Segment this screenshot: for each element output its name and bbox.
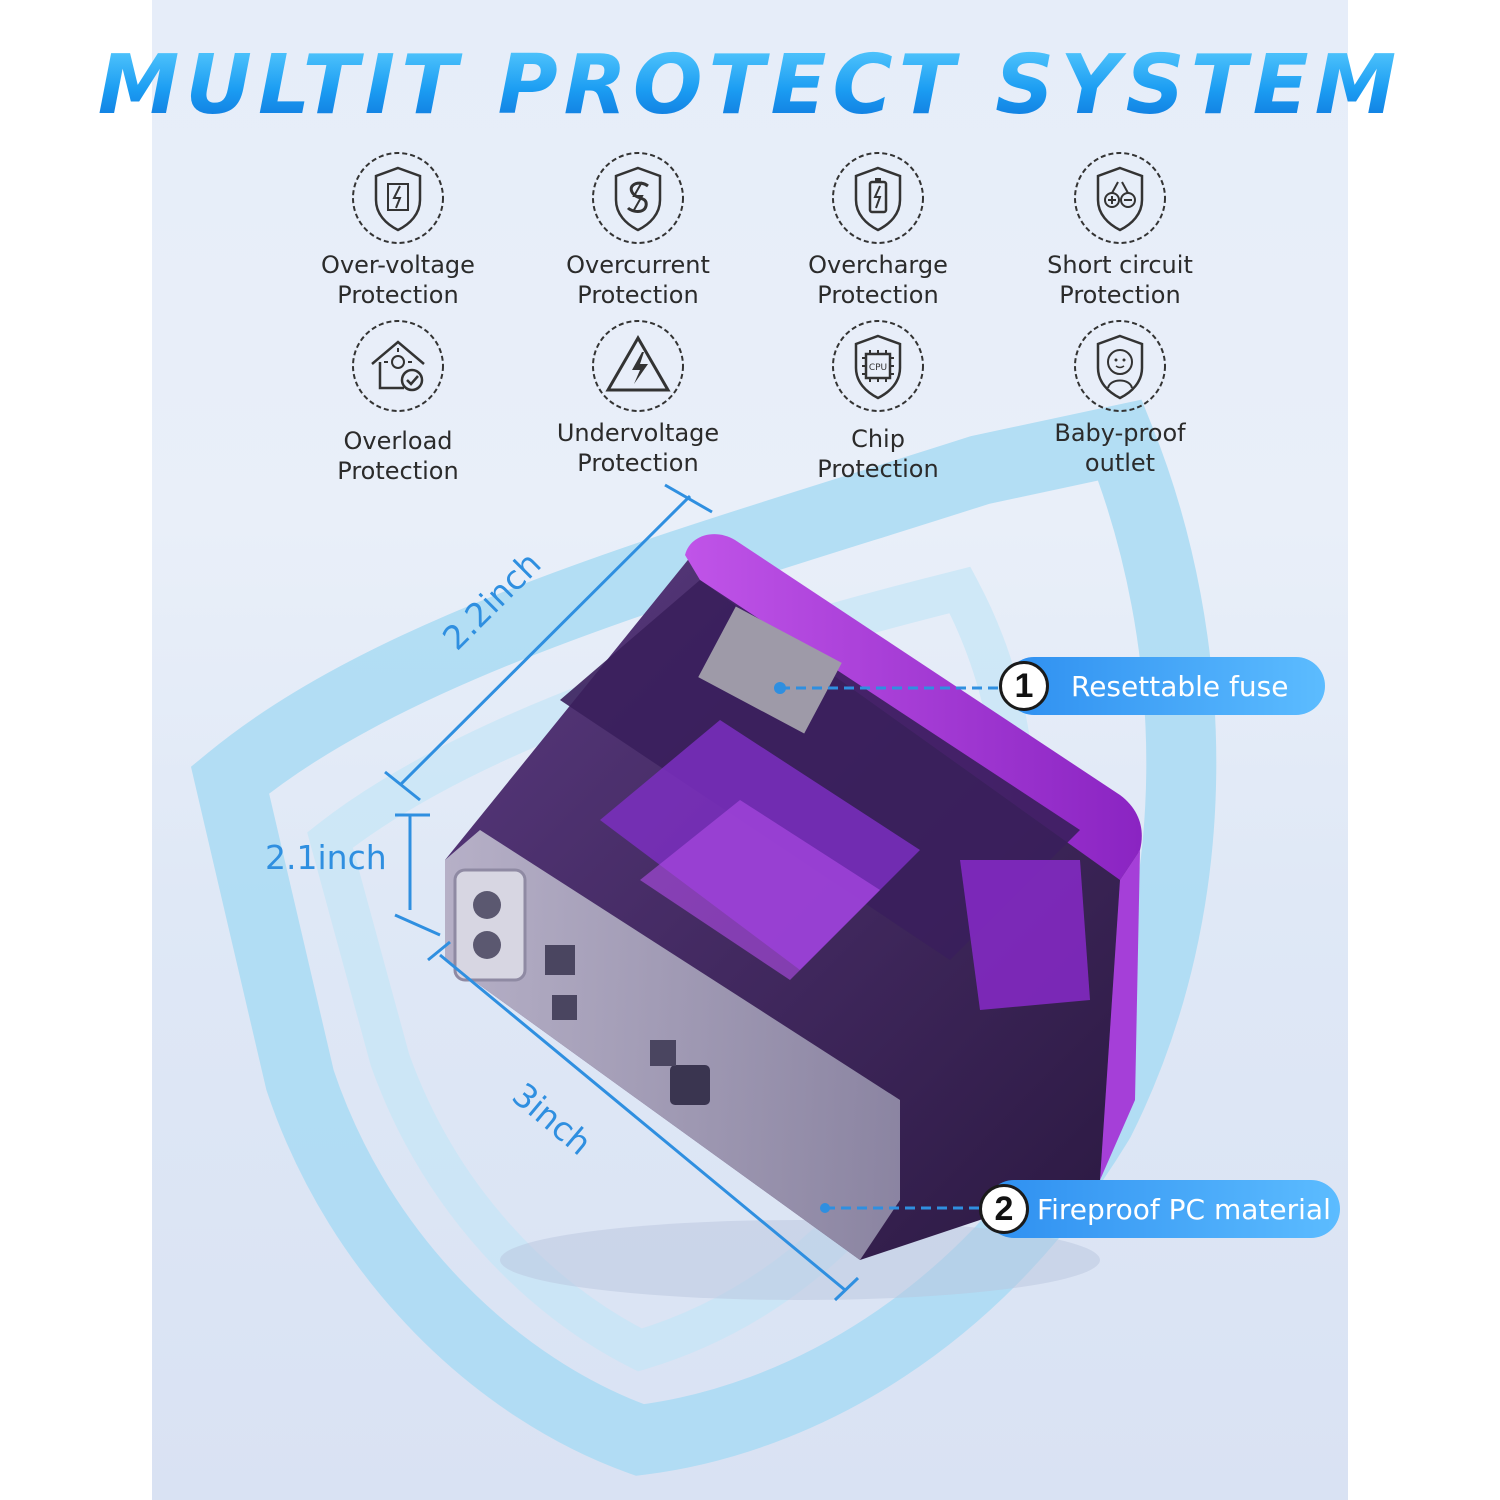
feature-label-line1: Overcurrent <box>566 251 710 279</box>
feature-baby-proof: Baby-proof outlet <box>1010 318 1230 478</box>
callout-text: Fireproof PC material <box>1037 1192 1331 1226</box>
feature-overcharge: Overcharge Protection <box>768 150 988 310</box>
feature-label-line2: Protection <box>337 281 459 309</box>
feature-label-line2: Protection <box>337 457 459 485</box>
feature-label-line1: Short circuit <box>1047 251 1193 279</box>
feature-overcurrent: Overcurrent Protection <box>528 150 748 310</box>
undervoltage-warning-icon <box>592 320 684 412</box>
callout-number: 2 <box>979 1184 1029 1234</box>
feature-label-line1: Undervoltage <box>556 419 720 447</box>
overcharge-battery-shield-icon <box>832 152 924 244</box>
feature-undervoltage: Undervoltage Protection <box>528 318 748 478</box>
callout-resettable-fuse: 1 Resettable fuse <box>999 657 1325 715</box>
feature-label-line2: outlet <box>1084 449 1156 477</box>
feature-label-line1: Overload <box>343 427 453 455</box>
callout-number: 1 <box>999 661 1049 711</box>
svg-text:CPU: CPU <box>869 363 887 373</box>
overcurrent-shield-icon <box>592 152 684 244</box>
chip-cpu-icon: CPU <box>832 320 924 412</box>
feature-chip: CPU Chip Protection <box>768 318 988 484</box>
feature-label-line2: Protection <box>1059 281 1181 309</box>
baby-proof-icon <box>1074 320 1166 412</box>
feature-label-line1: Baby-proof <box>1054 419 1186 447</box>
feature-label-line2: Protection <box>817 455 939 483</box>
feature-label-line1: Overcharge <box>808 251 948 279</box>
short-circuit-shield-icon <box>1074 152 1166 244</box>
callout-fireproof-material: 2 Fireproof PC material <box>979 1180 1340 1238</box>
feature-short-circuit: Short circuit Protection <box>1010 150 1230 310</box>
overload-house-icon <box>352 320 444 412</box>
feature-label-line2: Protection <box>817 281 939 309</box>
feature-label-line1: Chip <box>851 425 905 453</box>
feature-label-line1: Over-voltage <box>321 251 475 279</box>
dimension-height: 2.1inch <box>265 838 387 877</box>
feature-overload: Overload Protection <box>288 318 508 486</box>
feature-over-voltage: Over-voltage Protection <box>288 150 508 310</box>
feature-label-line2: Protection <box>577 281 699 309</box>
over-voltage-shield-icon <box>352 152 444 244</box>
feature-label-line2: Protection <box>577 449 699 477</box>
page-title: MULTIT PROTECT SYSTEM <box>0 38 1500 133</box>
callout-text: Resettable fuse <box>1071 669 1289 703</box>
